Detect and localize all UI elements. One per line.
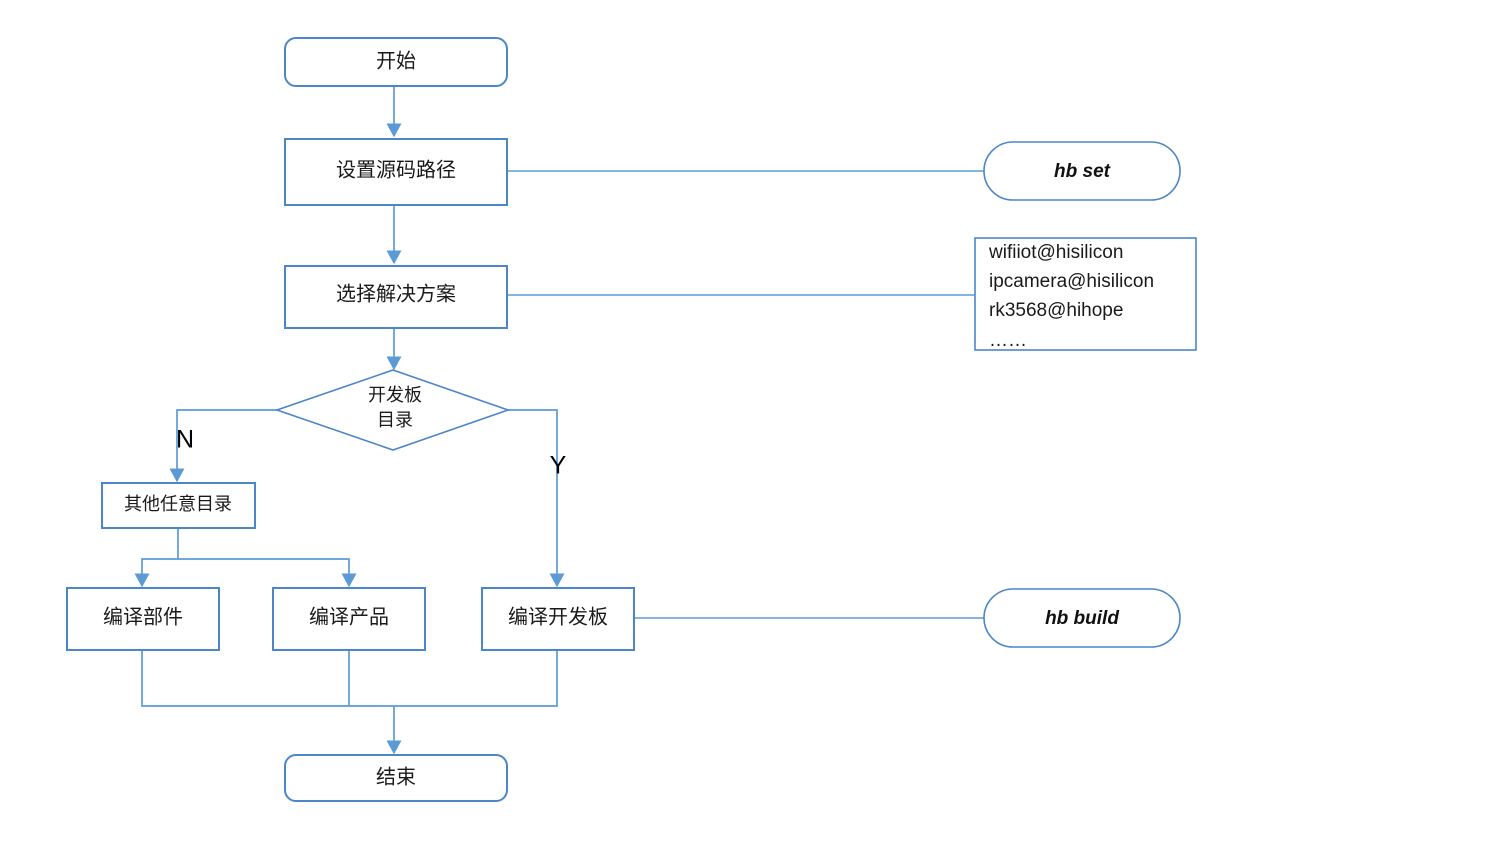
node-build-board-label: 编译开发板 — [508, 606, 608, 629]
edge-other-dir-to-build-component — [134, 529, 179, 588]
node-build-product[interactable]: 编译产品 — [272, 587, 426, 651]
node-start[interactable]: 开始 — [284, 37, 508, 87]
edge-other-dir-to-build-product — [178, 558, 357, 588]
node-select-solution[interactable]: 选择解决方案 — [284, 265, 508, 329]
node-end[interactable]: 结束 — [284, 754, 508, 802]
annotation-solution-list-line-4: …… — [989, 330, 1027, 351]
annotation-hb-set-label: hb set — [1054, 161, 1111, 182]
annotation-solution-list-line-1: wifiiot@hisilicon — [988, 242, 1123, 263]
node-other-dir-label: 其他任意目录 — [124, 494, 232, 514]
branch-label-no: N — [176, 426, 194, 454]
node-start-label: 开始 — [376, 50, 416, 73]
node-build-product-label: 编译产品 — [309, 606, 389, 629]
edge-decision-no-to-other-dir — [169, 409, 277, 483]
node-set-source-path-label: 设置源码路径 — [336, 159, 456, 182]
node-build-component[interactable]: 编译部件 — [66, 587, 220, 651]
edge-build-board-to-merge — [394, 651, 558, 707]
node-other-dir[interactable]: 其他任意目录 — [101, 482, 256, 529]
node-build-board[interactable]: 编译开发板 — [481, 587, 635, 651]
node-decision-board-dir[interactable]: 开发板 目录 — [274, 369, 511, 451]
node-set-source-path[interactable]: 设置源码路径 — [284, 138, 508, 206]
annotation-hb-set[interactable]: hb set — [983, 141, 1181, 201]
annotation-solution-list-line-3: rk3568@hihope — [989, 300, 1123, 321]
node-decision-board-dir-label-line2: 目录 — [377, 410, 413, 430]
node-end-label: 结束 — [376, 766, 416, 789]
annotation-solution-list-line-2: ipcamera@hisilicon — [989, 271, 1154, 292]
annotation-hb-build-label: hb build — [1045, 608, 1119, 629]
branch-label-yes: Y — [550, 452, 567, 480]
edge-decision-yes-to-build-board — [508, 409, 565, 588]
edge-build-component-to-merge — [141, 651, 394, 707]
node-select-solution-label: 选择解决方案 — [336, 283, 456, 306]
annotation-solution-list[interactable]: wifiiot@hisilicon ipcamera@hisilicon rk3… — [974, 237, 1197, 351]
node-decision-board-dir-label-line1: 开发板 — [368, 385, 422, 405]
edges-layer — [134, 86, 984, 755]
node-build-component-label: 编译部件 — [103, 606, 183, 629]
annotation-hb-build[interactable]: hb build — [983, 588, 1181, 648]
